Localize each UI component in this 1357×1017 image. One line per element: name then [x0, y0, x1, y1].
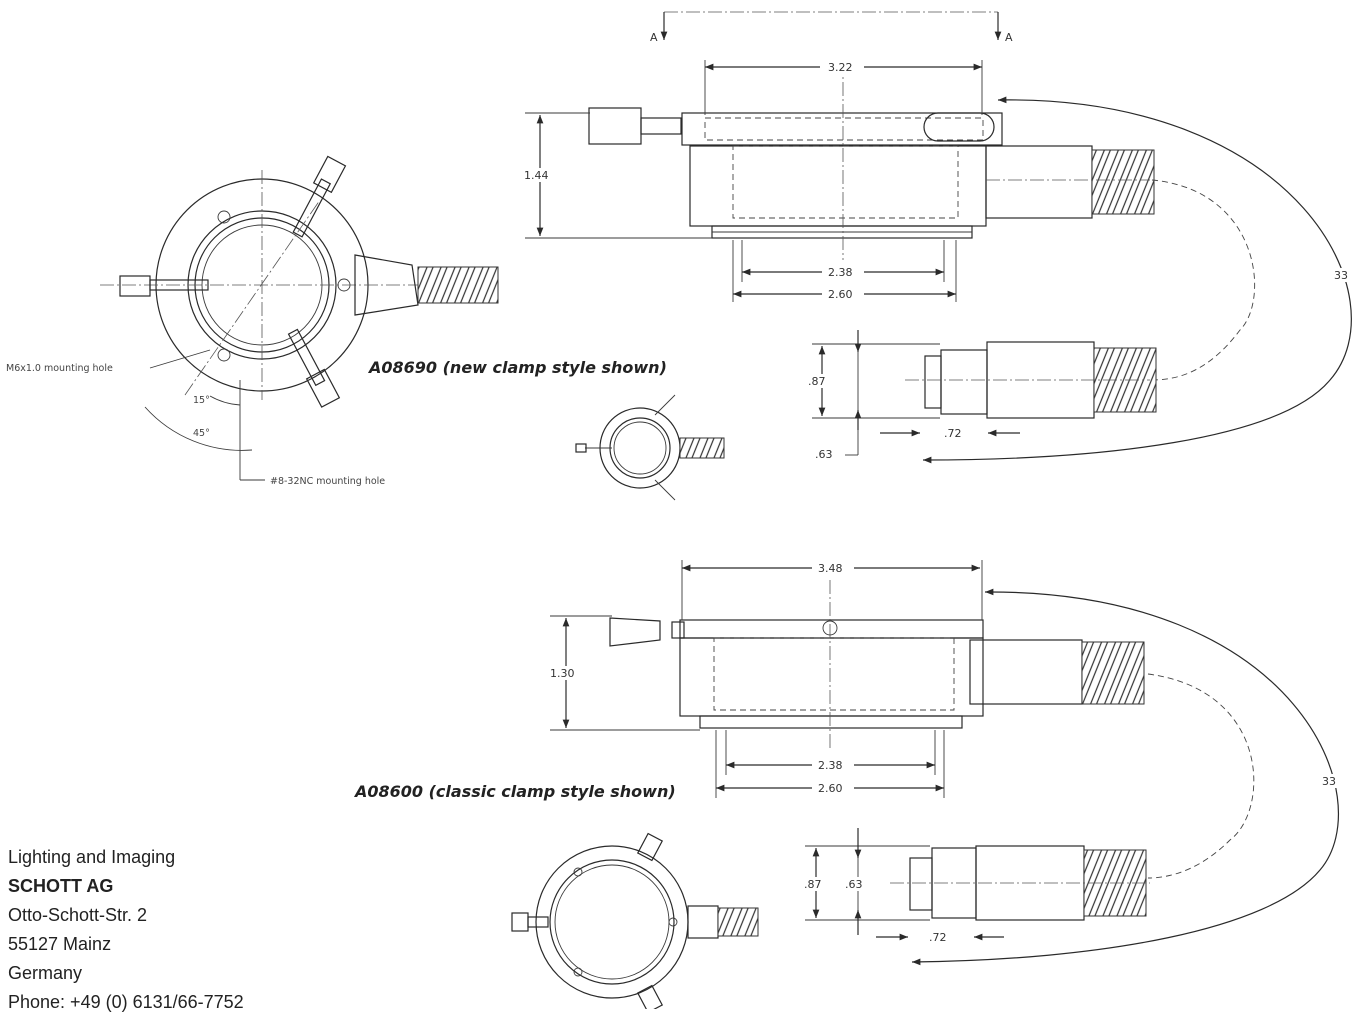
- d1-dim-tip-height: .87: [808, 375, 826, 388]
- address-department: Lighting and Imaging: [8, 847, 176, 867]
- d1-note-screw-hole: #8-32NC mounting hole: [270, 476, 385, 487]
- section-label-right: A: [1005, 31, 1013, 44]
- d1-dim-inner: 2.38: [828, 266, 853, 279]
- section-label-left: A: [650, 31, 658, 44]
- d2-dim-inner: 2.38: [818, 759, 843, 772]
- d1-dim-cable: 33: [1334, 269, 1348, 282]
- section-mark-a-a: A A: [650, 11, 1013, 44]
- address-street: Otto-Schott-Str. 2: [8, 905, 148, 925]
- d1-dim-outer: 2.60: [828, 288, 853, 301]
- drawing2-front-view: [511, 832, 759, 1009]
- d1-dim-tip-offset: .63: [815, 448, 833, 461]
- drawing1-front-view: M6x1.0 mounting hole 15° 45° #8-32NC mou…: [6, 155, 499, 487]
- d1-dim-width-top: 3.22: [828, 61, 853, 74]
- d2-dim-tip-height: .87: [804, 878, 822, 891]
- contact-address: Lighting and Imaging SCHOTT AG Otto-Scho…: [8, 843, 244, 1017]
- d2-caption: A08600 (classic clamp style shown): [353, 782, 676, 801]
- d2-dim-tip-offset: .63: [845, 878, 863, 891]
- address-phone: Phone: +49 (0) 6131/66-7752: [8, 992, 244, 1012]
- d2-dim-tip-length: .72: [929, 931, 947, 944]
- d2-dim-cable: 33: [1322, 775, 1336, 788]
- address-company: SCHOTT AG: [8, 876, 114, 896]
- address-country: Germany: [8, 963, 83, 983]
- d1-note-angle-15: 15°: [193, 395, 210, 406]
- d2-dim-height: 1.30: [550, 667, 575, 680]
- d1-dim-tip-length: .72: [944, 427, 962, 440]
- drawing1-small-view: [575, 394, 725, 501]
- d1-dim-height: 1.44: [524, 169, 549, 182]
- d2-dim-width-top: 3.48: [818, 562, 843, 575]
- address-city: 55127 Mainz: [8, 934, 112, 954]
- d2-dim-outer: 2.60: [818, 782, 843, 795]
- drawing2-side-view: 3.48 1.30 2.38 2.60 33 .87: [546, 560, 1342, 966]
- d1-note-angle-45: 45°: [193, 428, 210, 439]
- d1-note-m6-hole: M6x1.0 mounting hole: [6, 363, 113, 374]
- drawing1-side-view: 3.22 1.44 2.38 2.60 33 .87: [520, 60, 1354, 464]
- d1-caption: A08690 (new clamp style shown): [367, 358, 667, 377]
